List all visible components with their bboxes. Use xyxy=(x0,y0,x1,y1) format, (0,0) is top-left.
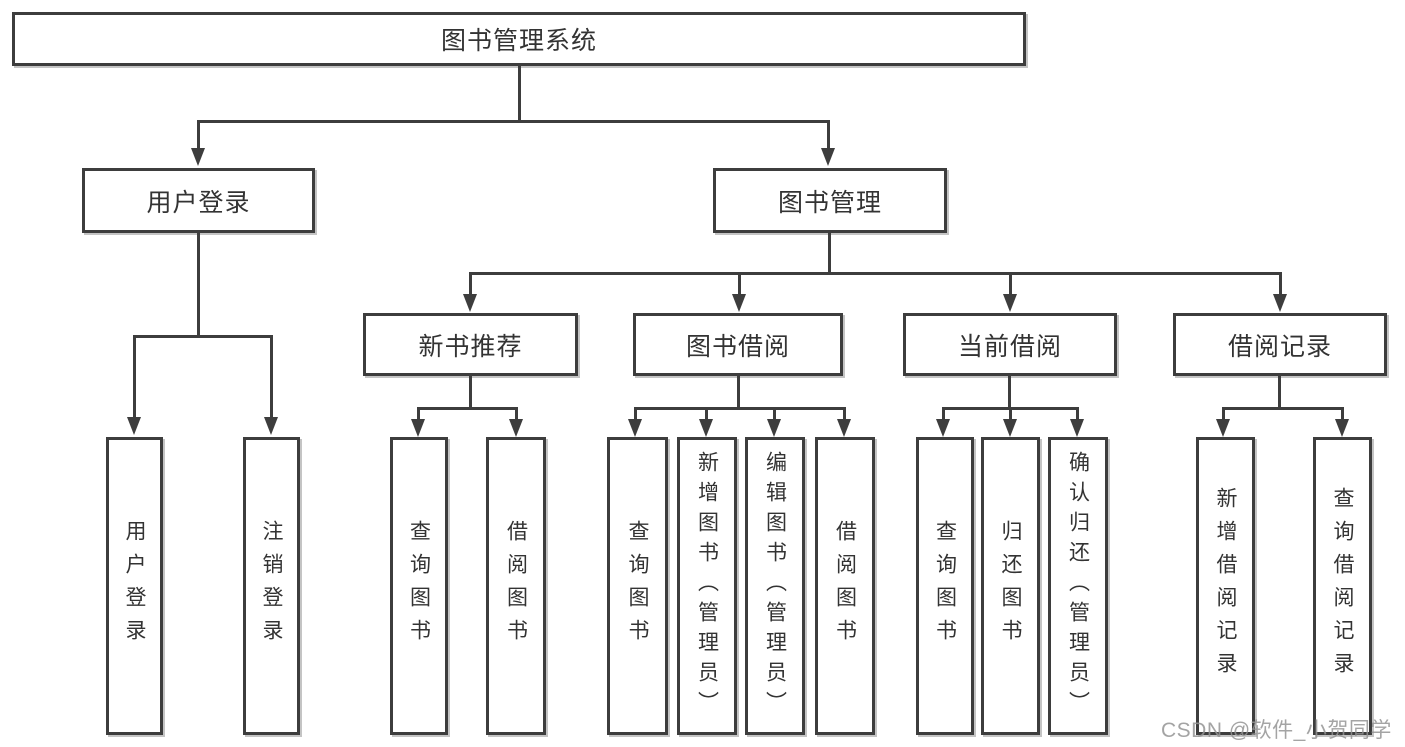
arrow-down-icon xyxy=(1273,294,1287,312)
arrow-down-icon xyxy=(628,419,642,437)
leaf-borrow-book: 借阅图书 xyxy=(815,437,875,735)
node-new-book-recommend-label: 新书推荐 xyxy=(418,332,523,361)
connector-stem xyxy=(737,374,740,410)
leaf-logout-label: 注销登录 xyxy=(260,520,283,652)
node-book-borrow-label: 图书借阅 xyxy=(685,332,790,361)
node-root-label: 图书管理系统 xyxy=(440,27,597,55)
arrow-down-icon xyxy=(699,419,713,437)
arrow-down-icon xyxy=(767,419,781,437)
arrow-down-icon xyxy=(1003,294,1017,312)
node-user-login: 用户登录 xyxy=(82,168,315,233)
connector-stem xyxy=(469,374,472,410)
leaf-query-book-recommend-label: 查询图书 xyxy=(407,520,431,652)
connector-trunk xyxy=(518,64,521,123)
node-borrow-records-label: 借阅记录 xyxy=(1227,332,1332,361)
connector-group-bar xyxy=(1222,407,1344,410)
arrow-down-icon xyxy=(732,294,746,312)
leaf-return-book-label: 归还图书 xyxy=(999,520,1022,652)
connector-stem xyxy=(634,407,637,421)
watermark: CSDN @软件_小贺同学 xyxy=(1161,719,1392,742)
leaf-add-book-admin: 新增图书（管理员） xyxy=(677,437,737,735)
connector-stem xyxy=(1008,374,1011,410)
node-book-management-label: 图书管理 xyxy=(777,188,882,217)
leaf-borrow-book-recommend: 借阅图书 xyxy=(486,437,546,735)
connector-user-login-bar xyxy=(133,335,273,338)
connector-stem xyxy=(197,120,200,150)
leaf-query-book-borrow-label: 查询图书 xyxy=(626,520,649,652)
connector-stem xyxy=(197,231,200,338)
connector-stem xyxy=(1076,407,1079,421)
leaf-add-borrow-record: 新增借阅记录 xyxy=(1196,437,1255,735)
connector-stem xyxy=(133,335,136,419)
arrow-down-icon xyxy=(936,419,950,437)
arrow-down-icon xyxy=(191,148,205,166)
node-root: 图书管理系统 xyxy=(12,12,1026,66)
connector-stem xyxy=(417,407,420,421)
connector-stem xyxy=(1222,407,1225,421)
node-current-borrow-label: 当前借阅 xyxy=(957,332,1062,361)
connector-stem xyxy=(1341,407,1344,421)
arrow-down-icon xyxy=(509,419,523,437)
arrow-down-icon xyxy=(821,148,835,166)
leaf-logout: 注销登录 xyxy=(243,437,300,735)
node-book-management: 图书管理 xyxy=(713,168,947,233)
connector-stem xyxy=(827,120,830,150)
leaf-query-book-current: 查询图书 xyxy=(916,437,974,735)
arrow-down-icon xyxy=(1335,419,1349,437)
leaf-edit-book-admin: 编辑图书（管理员） xyxy=(745,437,805,735)
leaf-confirm-return-admin: 确认归还（管理员） xyxy=(1048,437,1108,735)
leaf-query-borrow-record-label: 查询借阅记录 xyxy=(1331,487,1354,685)
connector-stem xyxy=(828,231,831,275)
arrow-down-icon xyxy=(411,419,425,437)
connector-stem xyxy=(1279,272,1282,296)
leaf-borrow-book-recommend-label: 借阅图书 xyxy=(504,520,528,652)
leaf-add-book-admin-label: 新增图书（管理员） xyxy=(695,451,719,721)
arrow-down-icon xyxy=(264,417,278,435)
connector-stem xyxy=(942,407,945,421)
arrow-down-icon xyxy=(1216,419,1230,437)
arrow-down-icon xyxy=(127,417,141,435)
arrow-down-icon xyxy=(837,419,851,437)
leaf-return-book: 归还图书 xyxy=(981,437,1040,735)
connector-stem xyxy=(1278,374,1281,410)
leaf-query-borrow-record: 查询借阅记录 xyxy=(1313,437,1372,735)
connector-group-bar xyxy=(634,407,846,410)
arrow-down-icon xyxy=(1003,419,1017,437)
node-new-book-recommend: 新书推荐 xyxy=(363,313,578,376)
connector-stem xyxy=(515,407,518,421)
leaf-query-book-recommend: 查询图书 xyxy=(390,437,448,735)
arrow-down-icon xyxy=(1070,419,1084,437)
connector-stem xyxy=(1009,272,1012,296)
connector-stem xyxy=(270,335,273,419)
leaf-borrow-book-label: 借阅图书 xyxy=(833,520,857,652)
node-user-login-label: 用户登录 xyxy=(146,188,251,217)
connector-group-bar xyxy=(417,407,518,410)
connector-stem xyxy=(705,407,708,421)
node-borrow-records: 借阅记录 xyxy=(1173,313,1387,376)
connector-stem xyxy=(843,407,846,421)
connector-stem xyxy=(773,407,776,421)
connector-stem xyxy=(469,272,472,296)
connector-stem xyxy=(738,272,741,296)
connector-stem xyxy=(1009,407,1012,421)
leaf-edit-book-admin-label: 编辑图书（管理员） xyxy=(763,451,787,721)
leaf-confirm-return-admin-label: 确认归还（管理员） xyxy=(1066,451,1090,721)
node-book-borrow: 图书借阅 xyxy=(633,313,843,376)
connector-level1-bar xyxy=(198,120,830,123)
leaf-user-login: 用户登录 xyxy=(106,437,163,735)
arrow-down-icon xyxy=(463,294,477,312)
leaf-query-book-borrow: 查询图书 xyxy=(607,437,668,735)
leaf-query-book-current-label: 查询图书 xyxy=(933,520,957,652)
leaf-add-borrow-record-label: 新增借阅记录 xyxy=(1214,487,1237,685)
node-current-borrow: 当前借阅 xyxy=(903,313,1117,376)
connector-level2-bar xyxy=(469,272,1282,275)
leaf-user-login-label: 用户登录 xyxy=(123,520,146,652)
